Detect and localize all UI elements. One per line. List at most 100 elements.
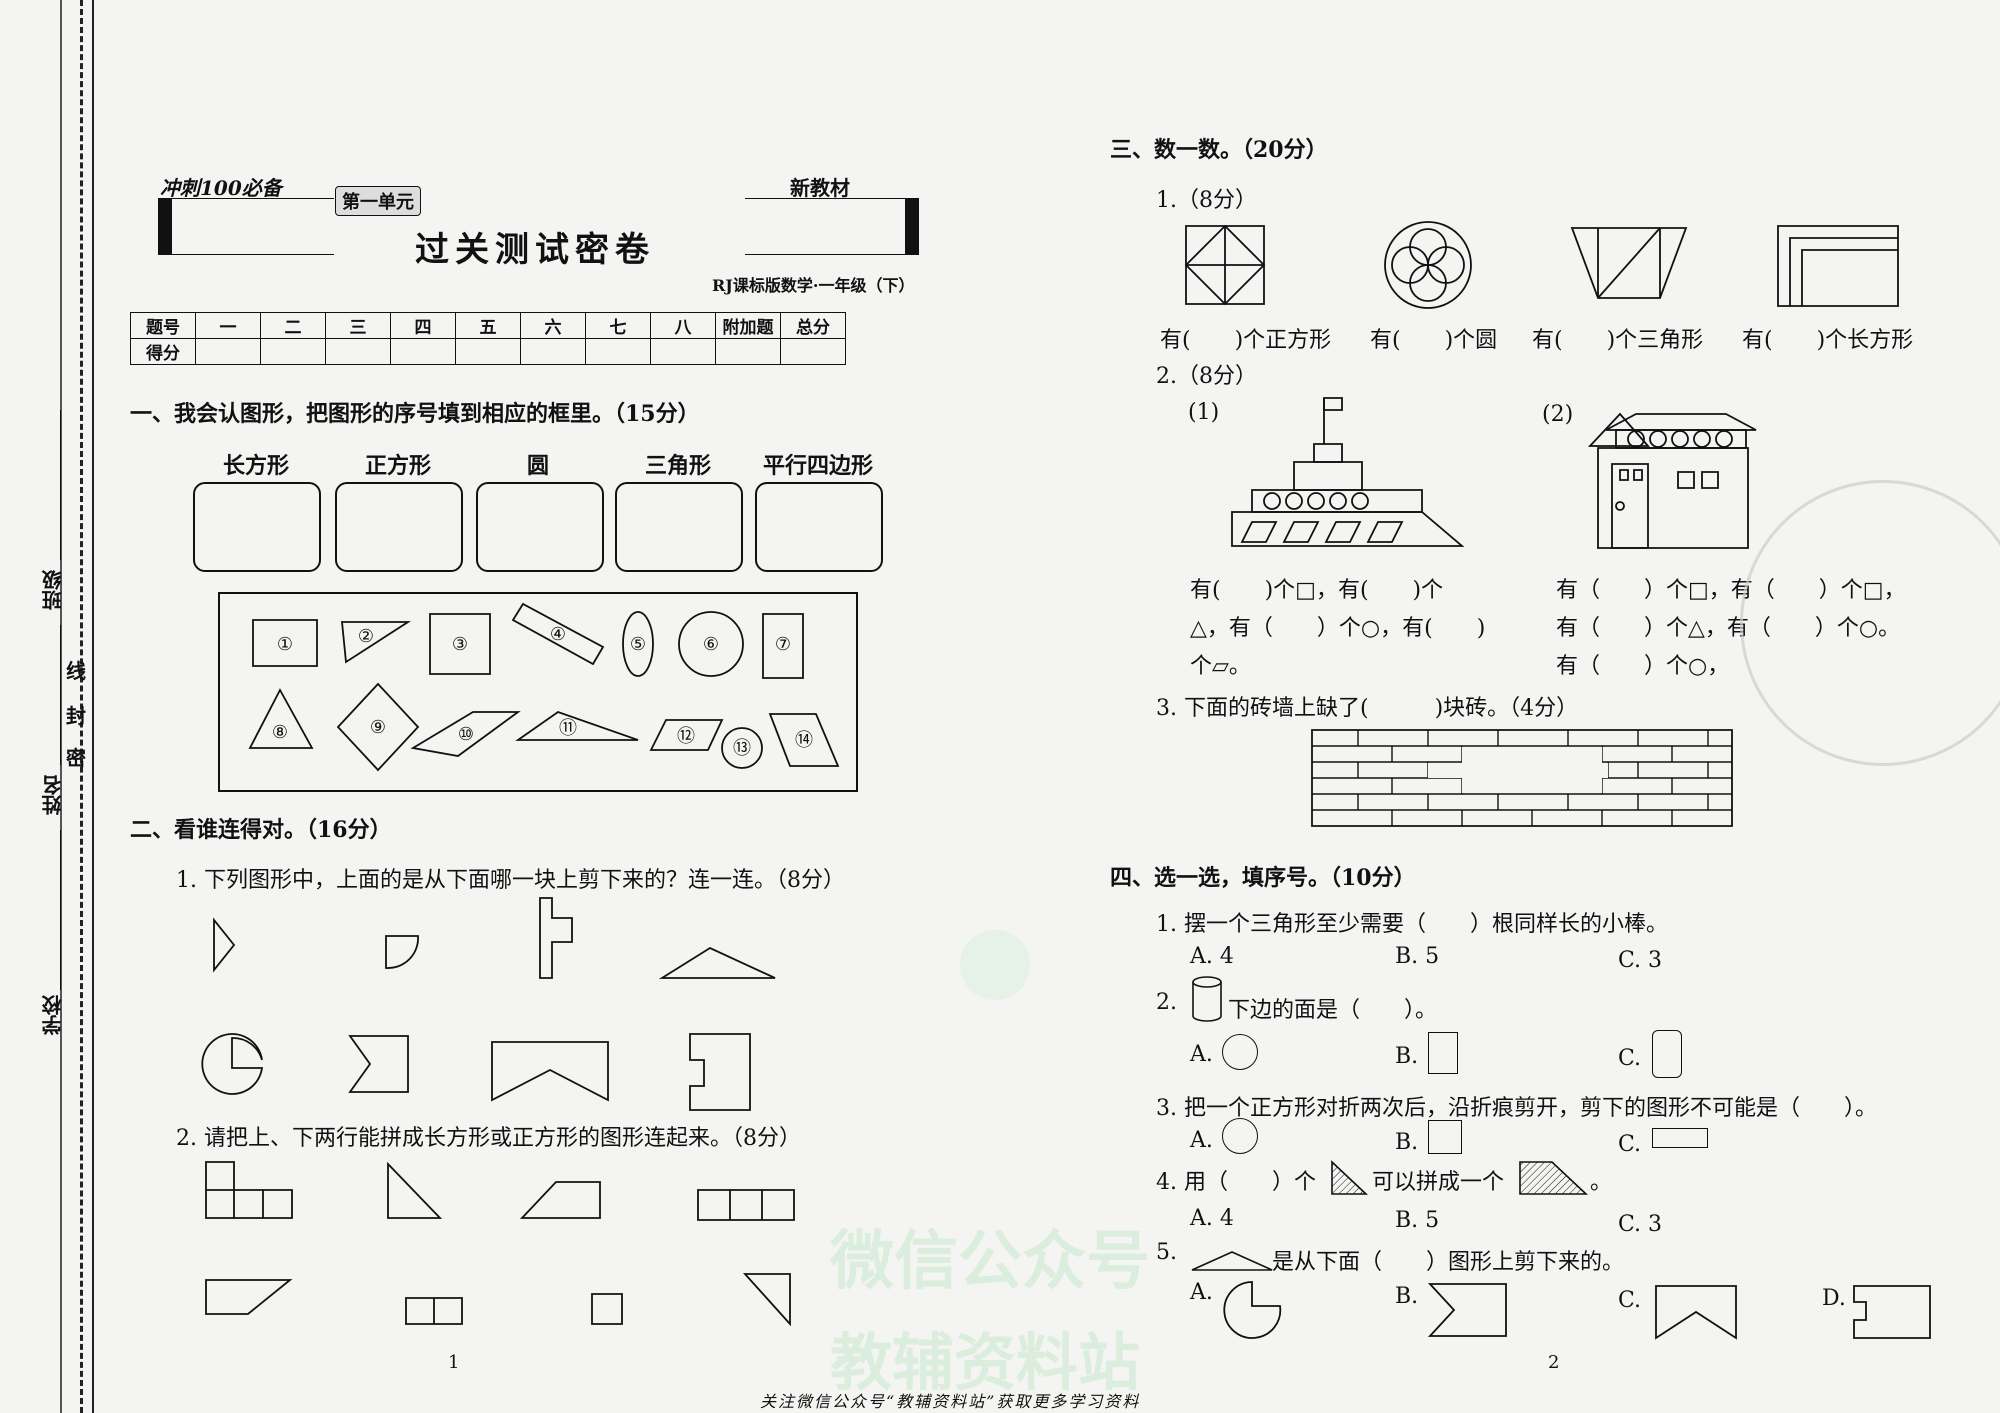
shapes-panel-drawing: ① ② ③ ④ ⑤ ⑥ ⑦ ⑧ ⑨ ⑩ ⑪ ⑫ ⑬ ⑭	[218, 592, 854, 788]
score-header-cell: 总分	[780, 312, 846, 339]
score-cell[interactable]	[390, 338, 456, 365]
page-number-1: 1	[448, 1352, 460, 1373]
source-shape-notched-square	[690, 1034, 750, 1110]
shape-13-circle	[722, 728, 762, 768]
s4-q5-opt-b[interactable]: B.	[1395, 1284, 1419, 1309]
footer-text: 关注微信公众号“教辅资料站”获取更多学习资料	[760, 1392, 1141, 1411]
score-cell[interactable]	[780, 338, 846, 365]
s4-q5-opt-c[interactable]: C.	[1618, 1288, 1642, 1313]
section-4-title: 四、选一选，填序号。（10分）	[1110, 865, 1416, 891]
shape-7-number: ⑦	[775, 634, 791, 655]
source-shape-chevron	[350, 1036, 408, 1092]
score-cell[interactable]	[520, 338, 586, 365]
score-header-cell: 题号	[130, 312, 196, 339]
answer-box-circle[interactable]	[476, 482, 604, 572]
watermark-line-1: 微信公众号	[830, 1225, 1150, 1299]
score-header-cell: 四	[390, 312, 456, 339]
ship-figure	[1232, 396, 1472, 556]
option-rounded-rect-shape	[1652, 1030, 1682, 1078]
s4-q4-opt-b[interactable]: B. 5	[1395, 1208, 1440, 1233]
answer-box-square[interactable]	[335, 482, 463, 572]
score-table-header-row: 题号 一 二 三 四 五 六 七 八 附加题 总分	[130, 312, 846, 339]
q1-answer-rectangles: 有( )个长方形	[1742, 328, 1914, 353]
name-label: 姓名	[41, 775, 65, 815]
q1-answer-circles: 有( )个圆	[1370, 328, 1498, 353]
right-triangle	[388, 1164, 440, 1218]
score-cell[interactable]	[325, 338, 391, 365]
s3-q1-figures	[1186, 222, 1906, 312]
score-cell[interactable]	[715, 338, 781, 365]
shape-9-rhombus	[338, 684, 418, 770]
unit-badge: 第一单元	[335, 186, 421, 216]
shape-10-number: ⑩	[458, 724, 474, 745]
answer-box-rectangle[interactable]	[193, 482, 321, 572]
seal-word: 封	[66, 704, 86, 728]
s4-q5-text: 是从下面（ ）图形上剪下来的。	[1272, 1250, 1625, 1275]
s4-q2-opt-b[interactable]: B.	[1395, 1044, 1419, 1069]
class-label: 班级	[41, 570, 65, 610]
watermark-line-2: 教辅资料站	[830, 1326, 1141, 1399]
q2-sub-2: (2)	[1542, 402, 1574, 427]
small-square	[592, 1294, 622, 1324]
score-cell[interactable]	[260, 338, 326, 365]
source-shape-pacman	[202, 1034, 262, 1094]
option-circle-shape	[1222, 1034, 1258, 1070]
cut-piece-triangle-side	[214, 920, 234, 970]
score-cell[interactable]	[585, 338, 651, 365]
s4-q2-opt-a[interactable]: A.	[1190, 1042, 1213, 1067]
score-header-cell: 一	[195, 312, 261, 339]
l-shape-squares	[206, 1162, 292, 1218]
house-figure	[1586, 400, 1766, 550]
q1-answer-triangles: 有( )个三角形	[1532, 328, 1704, 353]
shape-5-ellipse	[623, 612, 653, 676]
section-3-q3: 3. 下面的砖墙上缺了( )块砖。（4分）	[1156, 696, 1579, 721]
page-number-2: 2	[1548, 1352, 1560, 1373]
q2-left-line-2: △，有（ ）个○，有( )	[1190, 616, 1486, 641]
q5-opt-d-notched-rect	[1852, 1284, 1932, 1340]
s4-q5-num: 5.	[1156, 1240, 1177, 1265]
school-label: 学校	[41, 995, 65, 1035]
s2-q2-bottom-row	[200, 1268, 800, 1348]
stamp-circle	[1740, 480, 2000, 766]
shape-12-number: ⑫	[677, 726, 695, 747]
score-header-cell: 三	[325, 312, 391, 339]
missing-bricks	[1428, 747, 1608, 793]
edition-label: RJ课标版数学·一年级（下）	[712, 276, 915, 295]
s4-q5-opt-a[interactable]: A.	[1190, 1280, 1213, 1305]
answer-box-triangle[interactable]	[615, 482, 743, 572]
section-3-title: 三、数一数。（20分）	[1110, 137, 1328, 163]
q5-opt-b-chevron	[1428, 1282, 1508, 1338]
name-field-line	[60, 625, 61, 765]
hatched-trapezoid-icon	[1518, 1160, 1588, 1196]
score-cell[interactable]	[455, 338, 521, 365]
category-label-circle: 圆	[526, 453, 549, 479]
shape-8-number: ⑧	[272, 722, 288, 743]
s4-q3-opt-c[interactable]: C.	[1618, 1132, 1642, 1157]
s4-q5-opt-d[interactable]: D.	[1822, 1286, 1846, 1311]
score-cell[interactable]	[650, 338, 716, 365]
category-label-triangle: 三角形	[644, 453, 711, 479]
s4-q2-opt-c[interactable]: C.	[1618, 1046, 1642, 1071]
s4-q1-opt-c[interactable]: C. 3	[1618, 948, 1663, 973]
s4-q1-opt-a[interactable]: A. 4	[1190, 944, 1234, 969]
category-label-rectangle: 长方形	[222, 453, 289, 479]
q1-answer-squares: 有( )个正方形	[1160, 328, 1332, 353]
s4-q3-opt-a[interactable]: A.	[1190, 1128, 1213, 1153]
s4-q4-opt-c[interactable]: C. 3	[1618, 1212, 1663, 1237]
answer-box-parallelogram[interactable]	[755, 482, 883, 572]
score-cell[interactable]	[195, 338, 261, 365]
s4-q4-opt-a[interactable]: A. 4	[1190, 1206, 1234, 1231]
two-squares	[406, 1298, 462, 1324]
binding-edge	[60, 0, 62, 1413]
s2-q1-bottom-row	[200, 1030, 800, 1120]
cut-piece-flat-triangle	[662, 948, 775, 978]
s4-q3: 3. 把一个正方形对折两次后，沿折痕剪开，剪下的图形不可能是（ ）。	[1156, 1096, 1877, 1121]
figure-nested-squares	[1186, 226, 1264, 304]
section-2-q1: 1. 下列图形中，上面的是从下面哪一块上剪下来的？连一连。（8分）	[176, 868, 845, 893]
slanted-trapezoid	[206, 1280, 290, 1314]
score-header-cell: 六	[520, 312, 586, 339]
q2-sub-1: (1)	[1188, 400, 1220, 425]
s4-q3-opt-b[interactable]: B.	[1395, 1130, 1419, 1155]
shape-12-parallelogram	[651, 720, 722, 750]
s4-q1-opt-b[interactable]: B. 5	[1395, 944, 1440, 969]
